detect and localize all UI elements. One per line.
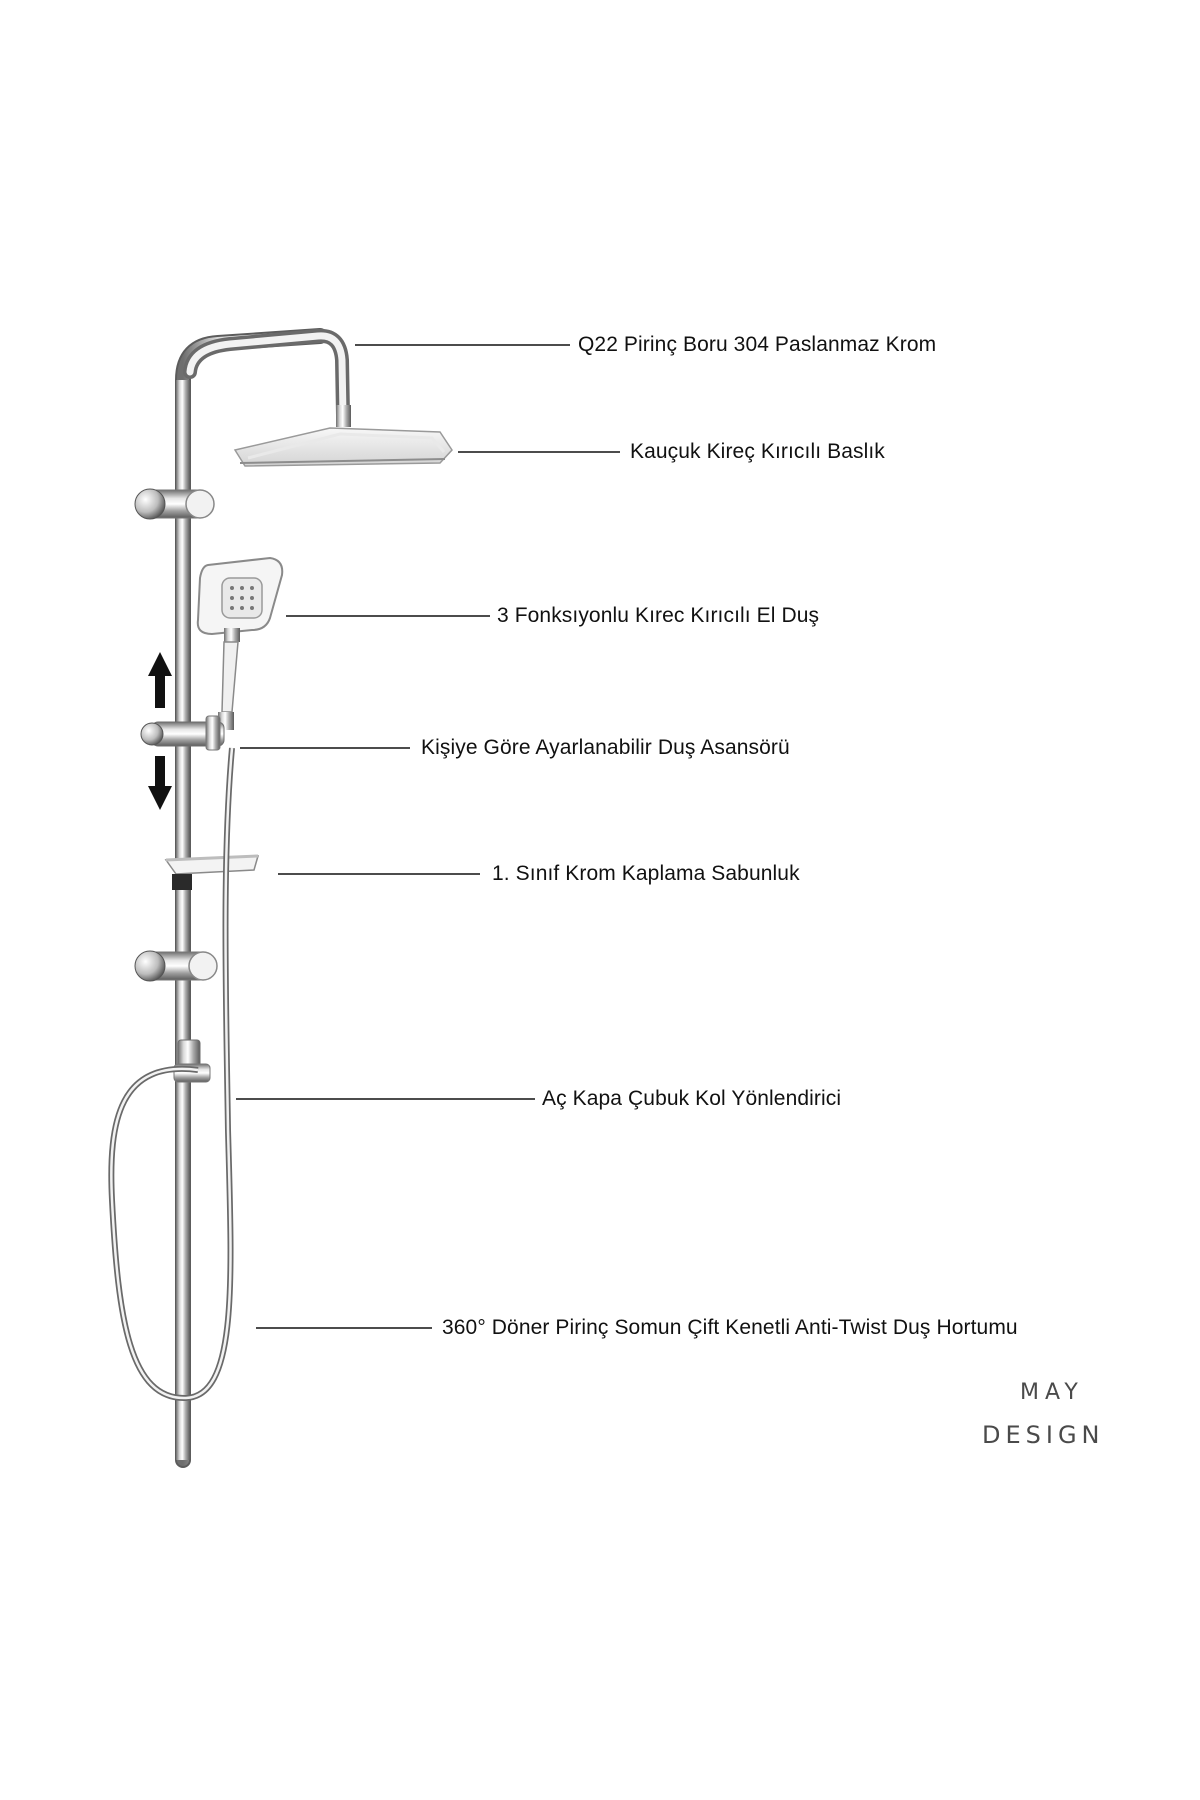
hand-shower — [196, 556, 284, 730]
down-arrow — [148, 756, 172, 810]
shower-hose — [108, 747, 235, 1402]
overhead-shower-head — [233, 427, 453, 467]
label-diverter: Aç Kapa Çubuk Kol Yönlendirici — [542, 1087, 842, 1110]
label-hand: 3 Fonksıyonlu Kırec Kırıcılı El Duş — [497, 604, 820, 627]
lower-wall-bracket — [134, 950, 218, 982]
label-head: Kauçuk Kireç Kırıcılı Baslık — [630, 440, 885, 463]
label-soap: 1. Sınıf Krom Kaplama Sabunluk — [492, 862, 800, 885]
label-slider: Kişiye Göre Ayarlanabilir Duş Asansörü — [421, 736, 790, 759]
height-slider — [140, 715, 225, 751]
upper-wall-bracket — [134, 488, 215, 520]
label-pipe: Q22 Pirinç Boru 304 Paslanmaz Krom — [578, 333, 937, 356]
diverter — [173, 1039, 211, 1083]
up-arrow — [148, 652, 172, 708]
leader-lines — [236, 344, 620, 1329]
soap-dish — [164, 854, 260, 890]
shower-arm — [183, 328, 351, 427]
label-hose: 360° Döner Pirinç Somun Çift Kenetli Ant… — [442, 1316, 1018, 1339]
brand-logo-line2: DESIGN — [982, 1421, 1105, 1449]
brand-logo-line1: MAY — [1020, 1380, 1084, 1405]
